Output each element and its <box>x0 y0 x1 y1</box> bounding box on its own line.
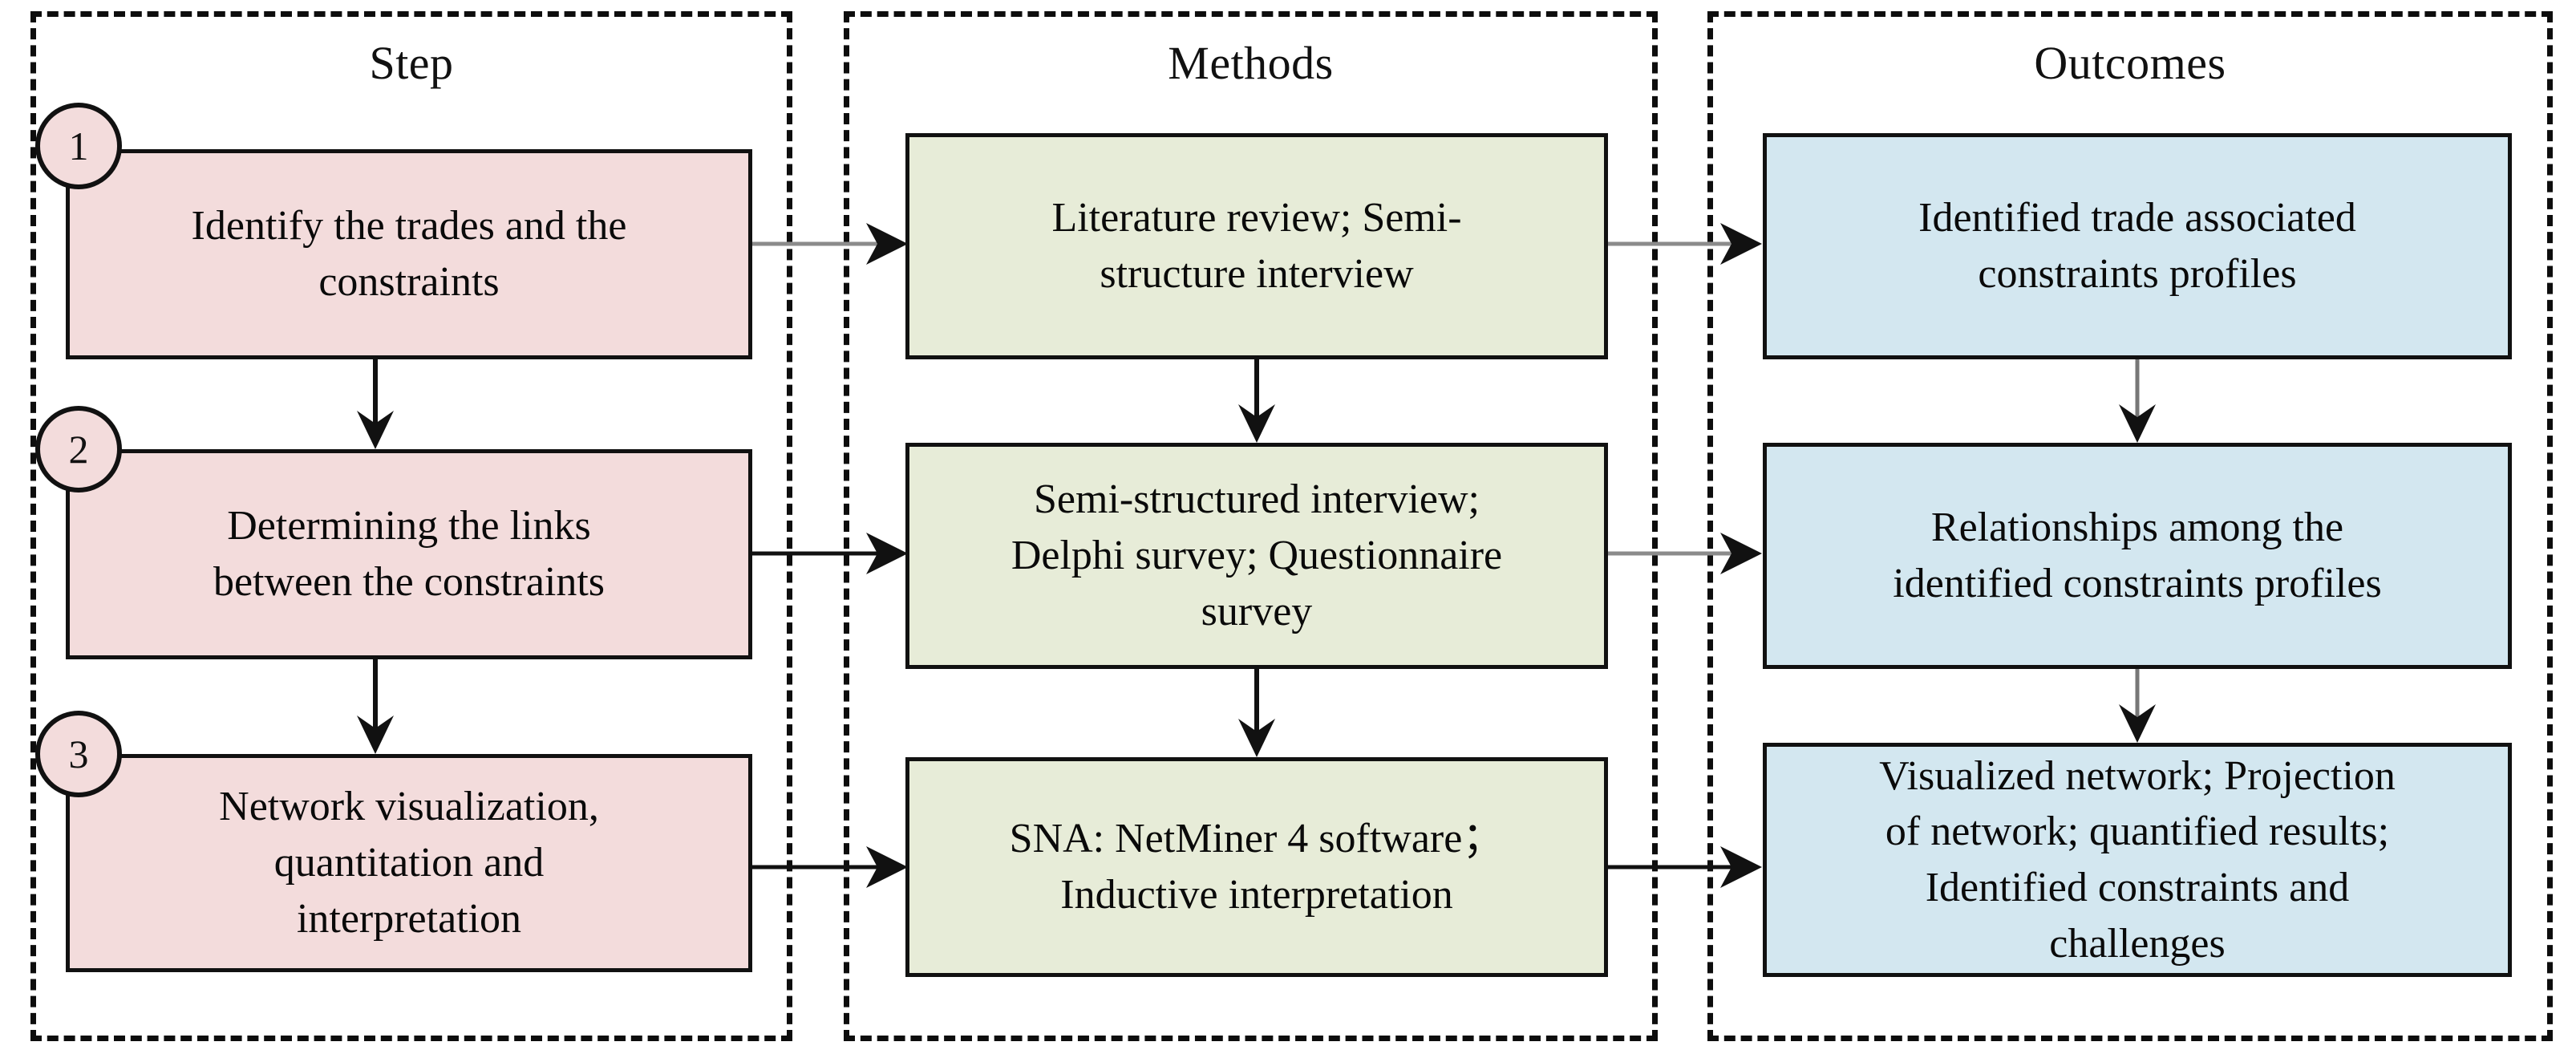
arrow-step1-to-step2 <box>351 359 399 451</box>
step-box-2-line-2: between the constraints <box>213 559 606 605</box>
outcomes-box-2[interactable]: Relationships among the identified const… <box>1763 443 2512 669</box>
step-badge-1: 1 <box>35 103 122 189</box>
outcomes-box-3-line-1: Visualized network; Projection <box>1879 752 2396 799</box>
outcomes-box-3-line-4: challenges <box>2049 920 2226 967</box>
outcomes-box-2-line-1: Relationships among the <box>1930 505 2344 551</box>
arrow-methods2-to-outcomes2 <box>1608 531 1768 576</box>
step-box-3[interactable]: Network visualization, quantitation and … <box>66 754 752 972</box>
outcomes-box-1-line-2: constraints profiles <box>1978 251 2297 297</box>
arrow-step2-to-methods2 <box>752 531 913 576</box>
panel-methods <box>844 11 1658 1041</box>
outcomes-box-1[interactable]: Identified trade associated constraints … <box>1763 133 2512 359</box>
step-box-3-line-1: Network visualization, <box>219 784 599 830</box>
column-header-methods: Methods <box>1168 37 1334 89</box>
step-box-3-line-3: interpretation <box>296 895 522 942</box>
methods-box-3-line-1: SNA: NetMiner 4 software； <box>1009 816 1505 862</box>
step-box-1-line-2: constraints <box>318 259 500 305</box>
arrow-methods2-to-methods3 <box>1233 669 1281 759</box>
outcomes-box-2-line-2: identified constraints profiles <box>1893 561 2382 606</box>
arrow-outcomes2-to-outcomes3 <box>2113 669 2161 744</box>
methods-box-2[interactable]: Semi-structured interview; Delphi survey… <box>905 443 1608 669</box>
methods-box-1-line-2: structure interview <box>1100 251 1414 297</box>
column-header-step: Step <box>369 37 454 89</box>
panel-step <box>30 11 792 1041</box>
methods-box-1-line-1: Literature review; Semi- <box>1051 195 1462 241</box>
arrow-methods3-to-outcomes3 <box>1608 845 1768 890</box>
step-box-1-line-1: Identify the trades and the <box>191 203 627 249</box>
methods-box-3-line-2: Inductive interpretation <box>1060 872 1453 918</box>
step-box-1[interactable]: Identify the trades and the constraints <box>66 149 752 359</box>
outcomes-box-1-line-1: Identified trade associated <box>1918 195 2356 241</box>
methods-box-1[interactable]: Literature review; Semi- structure inter… <box>905 133 1608 359</box>
outcomes-box-3-line-2: of network; quantified results; <box>1885 809 2390 855</box>
methods-box-2-line-1: Semi-structured interview; <box>1034 476 1480 523</box>
panel-outcomes <box>1707 11 2553 1041</box>
arrow-step1-to-methods1 <box>752 221 913 266</box>
methods-box-2-line-3: survey <box>1201 588 1313 634</box>
arrow-methods1-to-outcomes1 <box>1608 221 1768 266</box>
arrow-methods1-to-methods2 <box>1233 359 1281 444</box>
step-box-2-line-1: Determining the links <box>227 503 591 549</box>
arrow-step2-to-step3 <box>351 659 399 756</box>
arrow-step3-to-methods3 <box>752 845 913 890</box>
step-box-3-line-2: quantitation and <box>273 840 545 886</box>
column-header-outcomes: Outcomes <box>2034 37 2226 89</box>
outcomes-box-3[interactable]: Visualized network; Projection of networ… <box>1763 743 2512 977</box>
methods-box-3[interactable]: SNA: NetMiner 4 software； Inductive inte… <box>905 757 1608 977</box>
outcomes-box-3-line-3: Identified constraints and <box>1925 865 2350 910</box>
step-badge-3: 3 <box>35 711 122 797</box>
step-box-2[interactable]: Determining the links between the constr… <box>66 449 752 659</box>
methods-box-2-line-2: Delphi survey; Questionnaire <box>1011 533 1503 579</box>
step-badge-2: 2 <box>35 406 122 493</box>
arrow-outcomes1-to-outcomes2 <box>2113 359 2161 444</box>
